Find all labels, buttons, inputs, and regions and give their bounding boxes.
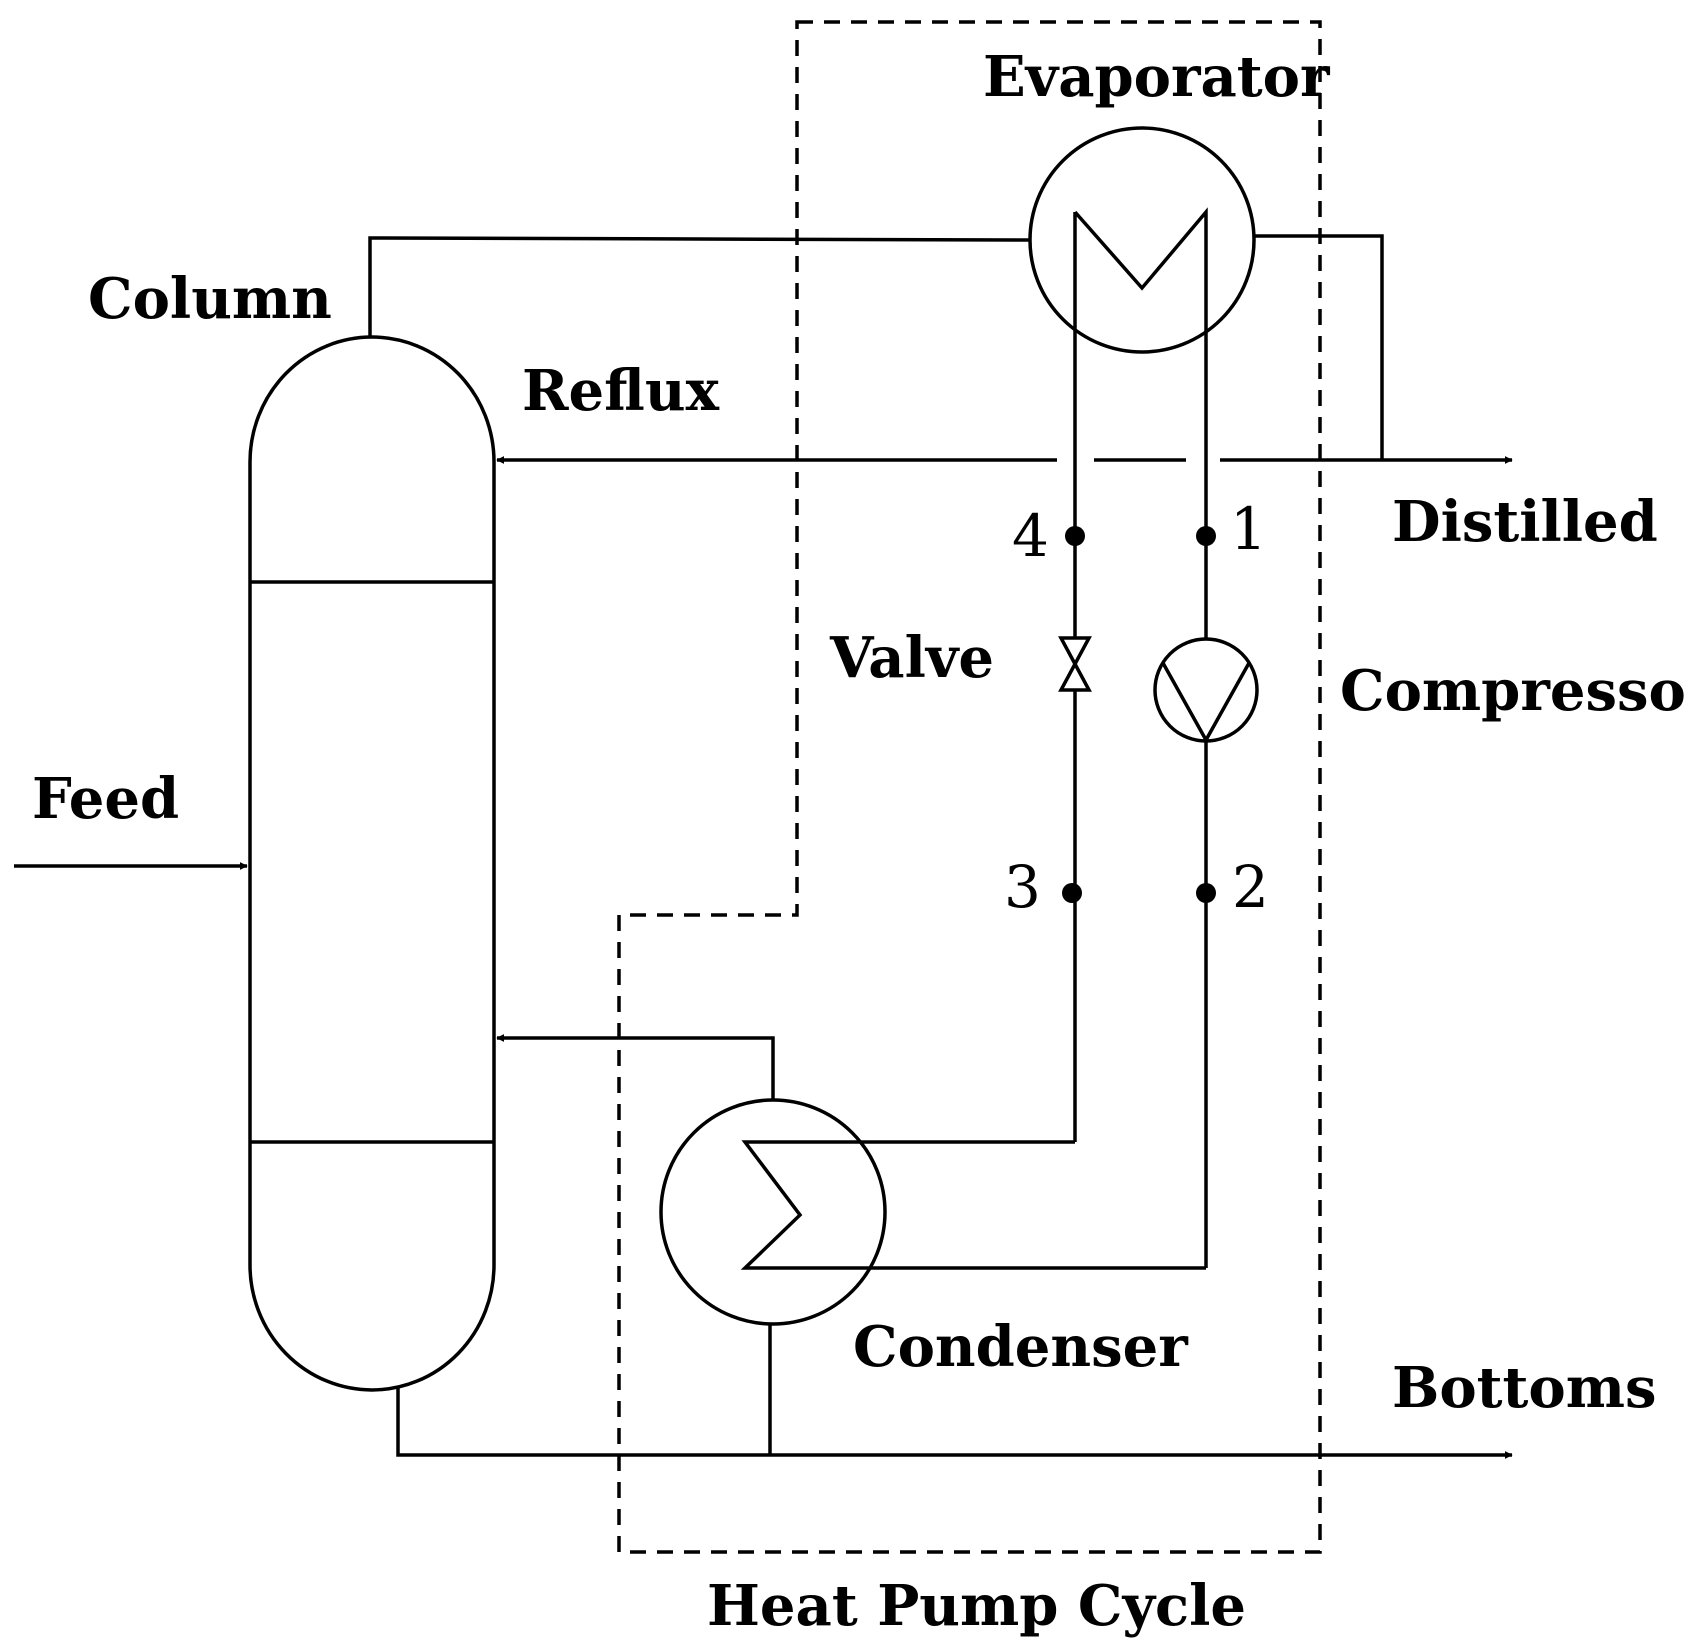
state-point-1-label: 1 (1230, 495, 1267, 563)
compressor-symbol (1153, 637, 1259, 743)
evaporator-outlet-line (1254, 234, 1384, 460)
state-point-4-label: 4 (1012, 502, 1049, 570)
state-point-3-dot (1062, 883, 1082, 903)
feed-label: Feed (32, 766, 179, 832)
evaporator-coil (1073, 207, 1208, 508)
overhead-vapor-line (368, 236, 1031, 337)
evaporator-exchanger (1028, 126, 1256, 354)
compressor-vee (1161, 662, 1251, 744)
column-label: Column (88, 266, 332, 332)
bottoms-label: Bottoms (1392, 1355, 1657, 1421)
state-point-3-label: 3 (1004, 853, 1041, 921)
condenser-label: Condenser (853, 1314, 1189, 1380)
state-point-2-dot (1196, 883, 1216, 903)
evaporator-label: Evaporator (983, 44, 1331, 110)
condenser-to-column-line (496, 1034, 775, 1100)
compressor-label: Compressor (1340, 658, 1685, 724)
valve-label: Valve (829, 625, 994, 691)
bottoms-stream-line (396, 1388, 1513, 1459)
state-point-2-label: 2 (1232, 853, 1269, 921)
heat-pump-cycle-label: Heat Pump Cycle (707, 1573, 1246, 1639)
state-point-4-dot (1065, 526, 1085, 546)
state-point-1-dot (1196, 526, 1216, 546)
distillation-column (248, 335, 496, 1392)
heat-pump-cycle-boundary (617, 20, 1322, 1554)
reflux-label: Reflux (522, 358, 720, 424)
condenser-exchanger (659, 1098, 887, 1326)
condenser-coil (740, 1140, 1206, 1270)
valve-symbol (1058, 636, 1092, 692)
distilled-label: Distilled (1392, 489, 1658, 555)
